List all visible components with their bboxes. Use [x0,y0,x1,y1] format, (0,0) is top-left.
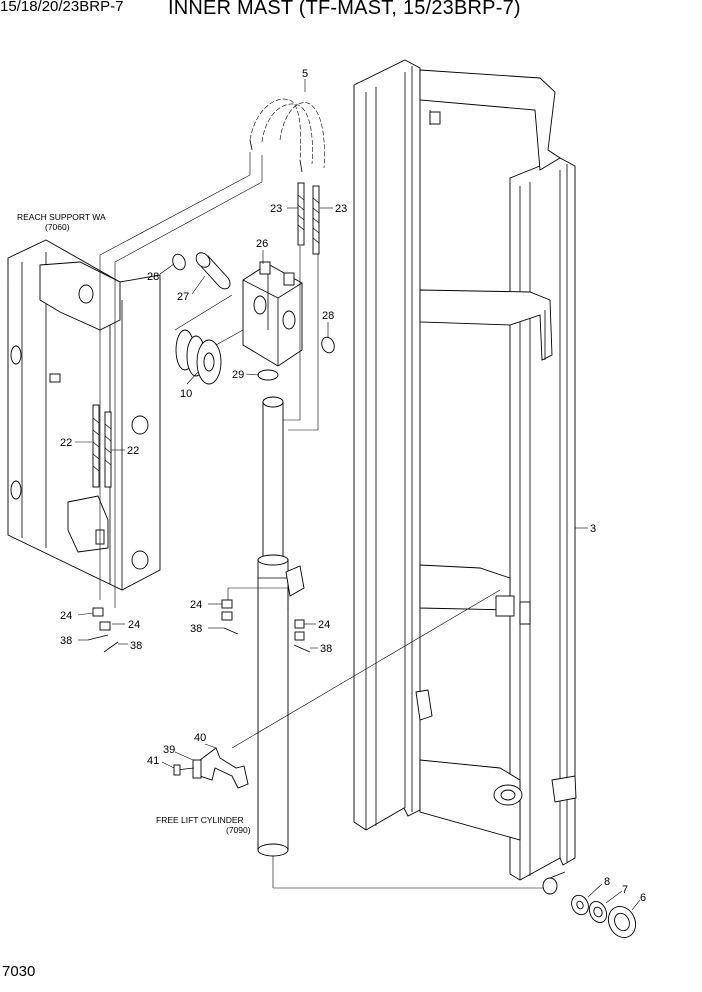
bearing-washers [571,894,637,938]
callout-27: 27 [177,291,189,303]
sheave-bracket [242,261,303,367]
callout-23-left: 23 [270,203,282,215]
reach-support-ref: (7060) [45,222,70,232]
callout-24-support-left: 24 [60,610,72,622]
callout-38-mast: 38 [320,643,332,655]
callout-24-mast: 24 [318,619,330,631]
callout-38-support-left: 38 [60,635,72,647]
nuts-and-split-pins [87,607,311,653]
callouts: 5 23 23 26 28 27 28 10 29 22 22 3 24 38 … [17,68,646,904]
reach-support-assembly [7,239,161,591]
callout-28-lower: 28 [322,310,334,322]
callout-38-cylinder: 38 [190,623,202,635]
page-title: INNER MAST (TF-MAST, 15/23BRP-7) [168,0,521,19]
sheave-pin [195,252,231,290]
callout-3: 3 [590,523,596,535]
callout-6: 6 [640,892,646,904]
free-lift-cylinder-label: FREE LIFT CYLINDER [156,815,244,825]
callout-24-cylinder: 24 [190,599,202,611]
lift-chain [249,98,325,173]
callout-23-right: 23 [335,203,347,215]
callout-29: 29 [232,369,244,381]
callout-8: 8 [604,876,610,888]
chain-anchor-bolts [297,182,320,255]
callout-26: 26 [256,238,268,250]
snap-rings [172,253,335,381]
callout-10: 10 [180,388,192,400]
page-number: 7030 [2,963,36,980]
callout-28-upper: 28 [147,271,159,283]
callout-41: 41 [147,755,159,767]
free-lift-cylinder [221,396,305,857]
callout-7: 7 [622,884,628,896]
callout-22-left: 22 [60,437,72,449]
callout-38-support-right: 38 [130,640,142,652]
callout-24-support-right: 24 [128,619,140,631]
callout-5: 5 [302,68,308,80]
free-lift-cylinder-ref: (7090) [226,825,251,835]
callout-39: 39 [163,744,175,756]
callout-22-right: 22 [127,445,139,457]
callout-40: 40 [194,732,206,744]
model-label: 15/18/20/23BRP-7 [0,0,124,15]
inner-mast-rail [353,59,577,895]
clamp-bracket [173,747,249,789]
chain-sheave [175,329,222,385]
leader-lines [75,79,641,911]
reach-support-label: REACH SUPPORT WA [17,212,106,222]
